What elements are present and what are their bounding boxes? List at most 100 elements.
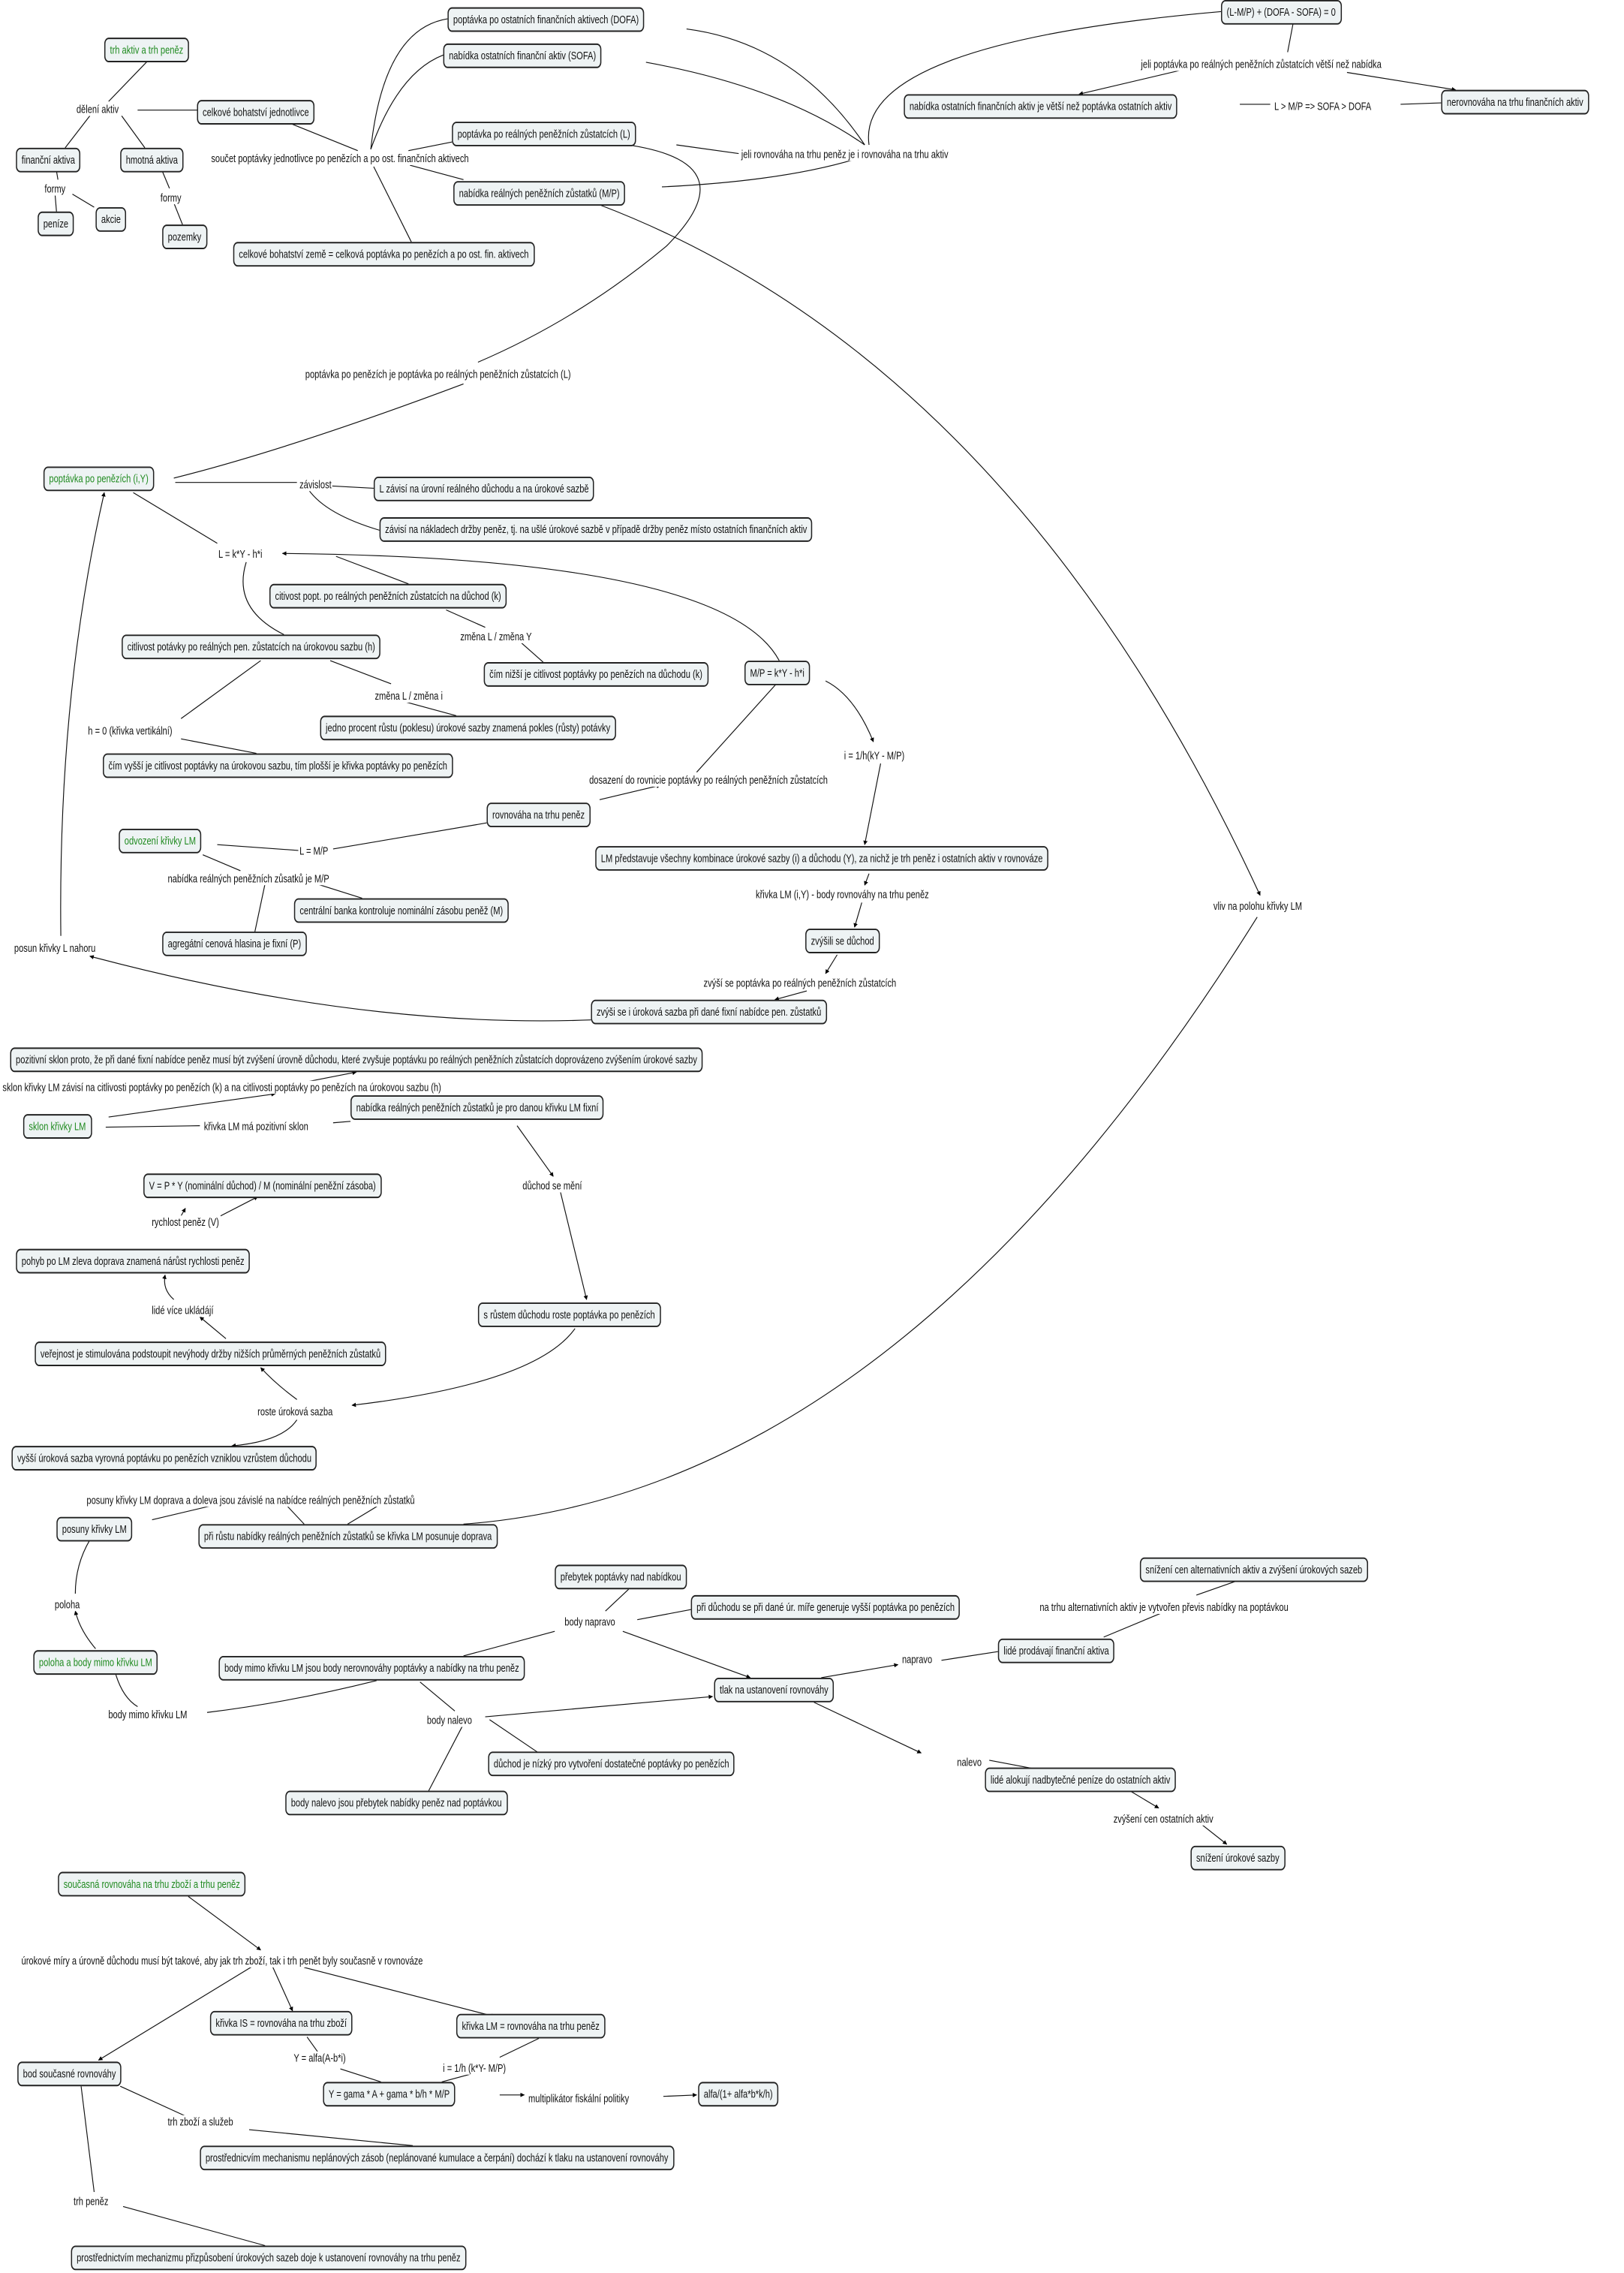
arrow-connector [485,1694,714,1718]
line-connector [420,1681,456,1712]
concept-node-nabidka-ostatnich-financni-aktiv-sofa[interactable]: nabídka ostatních finanční aktiv (SOFA) [443,43,602,68]
arrow-connector [864,873,870,886]
line-connector [696,683,777,773]
concept-node-lide-alokuji-nadbytecne-penize-do-ostatn[interactable]: lidé alokují nadbytečné peníze do ostatn… [985,1767,1176,1793]
concept-node-posuny-krivky-lm[interactable]: posuny křivky LM [56,1516,133,1542]
concept-node-trh-aktiv-a-trh-penez[interactable]: trh aktiv a trh peněz [104,38,189,62]
line-connector [133,492,218,544]
concept-node-v-p-y-nominalni-duchod-m-nominalni-penez[interactable]: V = P * Y (nominální důchod) / M (nominá… [143,1173,382,1199]
concept-node-pohyb-po-lm-zleva-doprava-znamena-narust[interactable]: pohyb po LM zleva doprava znamená nárůst… [16,1248,251,1274]
concept-node-nabidka-ostatnich-financnich-aktiv-je-ve[interactable]: nabídka ostatních finančních aktiv je vě… [904,94,1177,119]
link-phrase-krivka-lm-ma-pozitivni-sklon: křivka LM má pozitivní sklon [203,1119,310,1133]
link-phrase-sklon-krivky-lm-zavisi-na-citlivosti-pop: sklon křivky LM závisí na citlivosti pop… [1,1080,443,1094]
concept-node-zavisi-na-nakladech-drzby-penez-tj-na-us[interactable]: závisí na nákladech držby peněz, tj. na … [379,517,813,542]
link-phrase-zavislost: závislost [298,477,333,492]
concept-node-celkove-bohatstvi-zeme-celkova-poptavka-[interactable]: celkové bohatství země = celková poptávk… [233,242,535,267]
arrow-connector [281,551,780,661]
link-phrase-formy: formy [159,191,183,205]
concept-node-body-nalevo-jsou-prebytek-nabidky-penez-[interactable]: body nalevo jsou přebytek nabídky peněz … [285,1790,508,1816]
line-connector [121,116,146,149]
arrow-connector [1198,1822,1228,1845]
arrow-connector [260,1367,297,1400]
concept-node-duchod-je-nizky-pro-vytvoreni-dostatecne[interactable]: důchod je nízký pro vytvoření dostatečné… [488,1751,735,1777]
concept-node-m-p-k-y-h-i[interactable]: M/P = k*Y - h*i [744,661,810,685]
concept-node-soucasna-rovnovaha-na-trhu-zbozi-a-trhu-[interactable]: současná rovnováha na trhu zboží a trhu … [58,1871,246,1897]
concept-node-prostrednicvim-mechanismu-neplanovych-za[interactable]: prostřednicvím mechanismu neplánových zá… [200,2145,674,2171]
concept-node-alfa-1-alfa-b-k-h[interactable]: alfa/(1+ alfa*b*k/h) [698,2082,779,2107]
concept-node-poptavka-po-realnych-peneznich-zustatcic[interactable]: poptávka po reálných peněžních zůstatcíc… [452,122,636,146]
line-connector [402,700,457,716]
arrow-connector [304,1967,496,2019]
line-connector [217,844,299,851]
concept-node-rovnovaha-na-trhu-penez[interactable]: rovnováha na trhu peněz [486,802,591,828]
concept-node-akcie[interactable]: akcie [95,206,127,232]
arrow-connector [272,1965,293,2012]
concept-node-jedno-procent-rustu-poklesu-urokove-sazb[interactable]: jedno procent růstu (poklesu) úrokové sa… [320,715,616,741]
arrow-connector [663,2093,697,2097]
line-connector [242,561,284,635]
line-connector [477,143,701,363]
link-phrase-lide-vice-ukladaji: lidé více ukládájí [150,1304,215,1317]
concept-node-pri-duchodu-se-pri-dane-ur-mire-generuje[interactable]: při důchodu se při dané úr. míře generuj… [690,1594,961,1620]
concept-node-prebytek-poptavky-nad-nabidkou[interactable]: přebytek poptávky nad nabídkou [555,1564,687,1590]
concept-node-krivka-lm-rovnovaha-na-trhu-penez[interactable]: křivka LM = rovnováha na trhu peněz [456,2013,606,2039]
link-phrase-duchod-se-meni: důchod se mění [521,1179,583,1193]
concept-node-citivost-popt-po-realnych-peneznich-zust[interactable]: citivost popt. po reálných peněžních zůs… [269,583,507,609]
concept-node-pri-rustu-nabidky-realnych-peneznich-zus[interactable]: při růstu nabídky reálných peněžních zůs… [198,1524,498,1549]
concept-node-nerovnovaha-na-trhu-financnich-aktiv[interactable]: nerovnováha na trhu finančních aktiv [1441,89,1589,115]
link-phrase-nalevo: nalevo [955,1756,983,1769]
arrow-connector [89,955,591,1022]
concept-node-s-rustem-duchodu-roste-poptavka-po-penez[interactable]: s růstem důchodu roste poptávka po peněz… [477,1302,661,1327]
arrow-connector [599,784,661,800]
concept-node-celkove-bohatstvi-jednotlivce[interactable]: celkové bohatství jednotlivce [197,100,315,125]
line-connector [463,1630,555,1657]
arrow-connector [98,1962,258,2061]
concept-node-penize[interactable]: peníze [38,211,74,236]
concept-node-centralni-banka-kontroluje-nominalni-zas[interactable]: centrální banka kontroluje nominální zás… [293,898,509,923]
concept-node-nabidka-realnych-peneznich-zustatku-je-p[interactable]: nabídka reálných peněžních zůstatků je p… [350,1095,604,1120]
link-phrase-nabidka-realnych-peneznich-zusatku-je-m-: nabídka reálných peněžních zůsatků je M/… [166,872,331,886]
concept-node-citlivost-potavky-po-realnych-pen-zustat[interactable]: citlivost potávky po reálných pen. zůsta… [122,634,381,660]
concept-node-l-m-p-dofa-sofa-0[interactable]: (L-M/P) + (DOFA - SOFA) = 0 [1220,0,1342,25]
concept-node-financni-aktiva[interactable]: finanční aktiva [16,147,81,173]
concept-node-odvozeni-krivky-lm[interactable]: odvození křivky LM [119,828,202,854]
concept-node-bod-soucasne-rovnovahy[interactable]: bod současné rovnováhy [17,2061,122,2087]
concept-node-krivka-is-rovnovaha-na-trhu-zbozi[interactable]: křivka IS = rovnováha na trhu zboží [209,2010,353,2036]
concept-node-lide-prodavaji-financni-aktiva[interactable]: lidé prodávají finanční aktiva [997,1638,1115,1663]
line-connector [410,164,464,180]
concept-node-hmotna-aktiva[interactable]: hmotná aktiva [120,147,184,173]
concept-node-snizeni-urokove-sazby[interactable]: snížení úrokové sazby [1190,1845,1286,1871]
concept-node-cim-nizsi-je-citlivost-poptavky-po-penez[interactable]: čím nižší je citlivost poptávky po peněz… [483,662,708,687]
arrow-connector [825,680,874,742]
concept-node-pozitivni-sklon-proto-ze-pri-dane-fixni-[interactable]: pozitivní sklon proto, že při dané fixní… [10,1047,703,1073]
link-phrase-posun-krivky-l-nahoru: posun křivky L nahoru [13,941,97,955]
concept-node-cim-vyssi-je-citlivost-poptavky-na-uroko[interactable]: čím vyšší je citlivost poptávky na úroko… [103,753,453,778]
arrow-connector [597,203,1261,896]
concept-node-agregatni-cenova-hlasina-je-fixni-p[interactable]: agregátní cenová hlasina je fixní (P) [162,931,307,956]
link-phrase-h-0-krivka-vertikalni: h = 0 (křivka vertikální) [86,724,174,738]
concept-node-body-mimo-krivku-lm-jsou-body-nerovnovah[interactable]: body mimo křivku LM jsou body nerovnováh… [218,1655,525,1681]
concept-node-zvysi-se-i-urokova-sazba-pri-dane-fixni-[interactable]: zvýši se i úroková sazba při dané fixní … [591,999,827,1025]
link-phrase-poloha: poloha [53,1597,81,1612]
line-connector [645,62,865,146]
concept-node-prostrednictvim-mechanizmu-prizpusobeni-[interactable]: prostřednictvím mechanizmu přizpůsobení … [71,2245,467,2271]
concept-node-poloha-a-body-mimo-krivku-lm[interactable]: poloha a body mimo křivku LM [33,1650,158,1675]
concept-node-y-gama-a-gama-b-h-m-p[interactable]: Y = gama * A + gama * b/h * M/P [323,2082,456,2107]
link-phrase-body-mimo-krivku-lm: body mimo křivku LM [107,1708,188,1721]
arrow-connector [188,1895,261,1951]
concept-node-snizeni-cen-alternativnich-aktiv-a-zvyse[interactable]: snížení cen alternativních aktiv a zvýše… [1139,1557,1368,1582]
link-phrase-deleni-aktiv: dělení aktiv [75,103,120,116]
concept-node-zvysili-se-duchod[interactable]: zvýšili se důchod [805,929,880,953]
concept-node-lm-predstavuje-vsechny-kombinace-urokove[interactable]: LM představuje všechny kombinace úrokové… [595,846,1049,871]
line-connector [308,489,380,531]
concept-node-nabidka-realnych-peneznich-zustatku-m-p[interactable]: nabídka reálných peněžních zůstatků (M/P… [453,181,626,206]
concept-node-l-zavisi-na-urovni-realneho-duchodu-a-na[interactable]: L závisí na úrovní reálného důchodu a na… [373,476,595,501]
concept-node-tlak-na-ustanoveni-rovnovahy[interactable]: tlak na ustanovení rovnováhy [714,1677,835,1702]
concept-node-poptavka-po-ostatnich-financnich-aktivec[interactable]: poptávka po ostatních finančních aktivec… [447,7,645,32]
line-connector [428,1724,465,1791]
concept-node-poptavka-po-penezich-i-y[interactable]: poptávka po penězích (i,Y) [43,466,155,492]
concept-node-verejnost-je-stimulovana-podstoupit-nevy[interactable]: veřejnost je stimulována podstoupit nevý… [35,1341,386,1366]
concept-node-sklon-krivky-lm[interactable]: sklon křivky LM [23,1114,92,1139]
concept-node-pozemky[interactable]: pozemky [162,224,207,249]
concept-node-vyssi-urokova-sazba-vyrovna-poptavku-po-[interactable]: vyšší úroková sazba vyrovná poptávku po … [11,1446,317,1471]
